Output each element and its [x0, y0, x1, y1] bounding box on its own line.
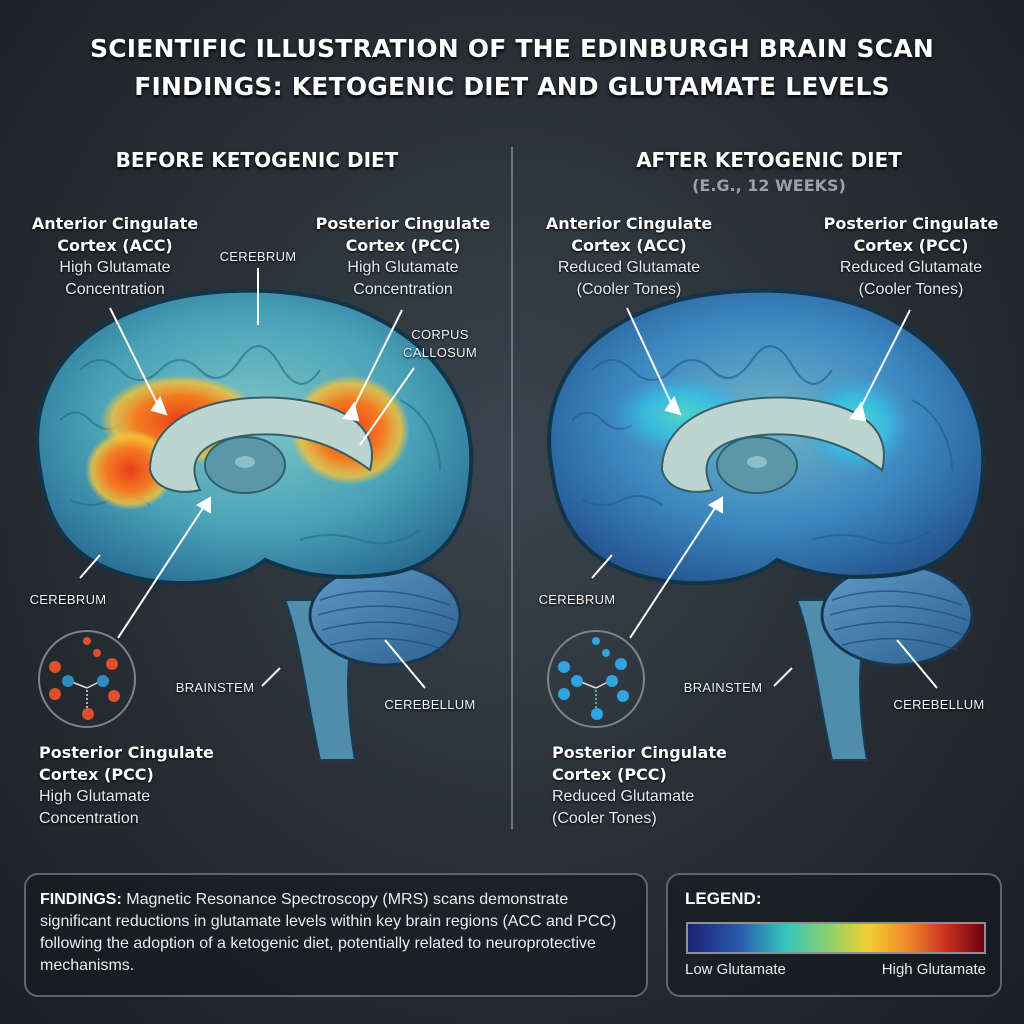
after-pcc-bottom-label: Posterior Cingulate Cortex (PCC) Reduced…	[552, 743, 727, 827]
after-cerebellum-label: CEREBELLUM	[893, 697, 985, 712]
legend-high-label: High Glutamate	[881, 961, 986, 978]
findings-label: FINDINGS:	[40, 891, 122, 908]
before-brainstem-label: BRAINSTEM	[175, 680, 255, 695]
after-acc-label: Anterior Cingulate Cortex (ACC) Reduced …	[545, 214, 713, 298]
before-acc-label: Anterior Cingulate Cortex (ACC) High Glu…	[31, 214, 199, 298]
legend-box: LEGEND: Low Glutamate High Glutamate	[666, 873, 1002, 997]
brain-before-illustration	[35, 268, 474, 761]
glutamate-molecule-icon-before	[49, 637, 120, 720]
findings-text: FINDINGS: Magnetic Resonance Spectroscop…	[40, 891, 617, 974]
before-cerebrum-top-label: CEREBRUM	[219, 249, 297, 264]
findings-box: FINDINGS: Magnetic Resonance Spectroscop…	[24, 873, 648, 997]
before-pcc-label: Posterior Cingulate Cortex (PCC) High Gl…	[315, 214, 491, 298]
panel-divider	[511, 147, 513, 829]
page-title: SCIENTIFIC ILLUSTRATION OF THE EDINBURGH…	[0, 30, 1024, 106]
before-cerebrum-side-label: CEREBRUM	[29, 592, 107, 607]
after-heading: AFTER KETOGENIC DIET	[636, 148, 902, 172]
before-corpus-callosum-label: CORPUS CALLOSUM	[403, 327, 477, 360]
glutamate-molecule-icon-after	[558, 637, 629, 720]
before-heading: BEFORE KETOGENIC DIET	[115, 148, 399, 172]
before-cerebellum-label: CEREBELLUM	[384, 697, 476, 712]
title-line-2: FINDINGS: KETOGENIC DIET AND GLUTAMATE L…	[134, 72, 890, 101]
after-subheading: (E.G., 12 WEEKS)	[692, 176, 846, 195]
legend-title: LEGEND:	[685, 889, 762, 908]
brain-after-illustration	[547, 288, 986, 761]
title-line-1: SCIENTIFIC ILLUSTRATION OF THE EDINBURGH…	[90, 34, 934, 63]
legend-low-label: Low Glutamate	[685, 961, 786, 978]
after-brainstem-label: BRAINSTEM	[683, 680, 763, 695]
after-pcc-label: Posterior Cingulate Cortex (PCC) Reduced…	[823, 214, 999, 298]
legend-color-scale	[686, 922, 986, 954]
before-pcc-bottom-label: Posterior Cingulate Cortex (PCC) High Gl…	[39, 743, 214, 827]
after-cerebrum-side-label: CEREBRUM	[538, 592, 616, 607]
